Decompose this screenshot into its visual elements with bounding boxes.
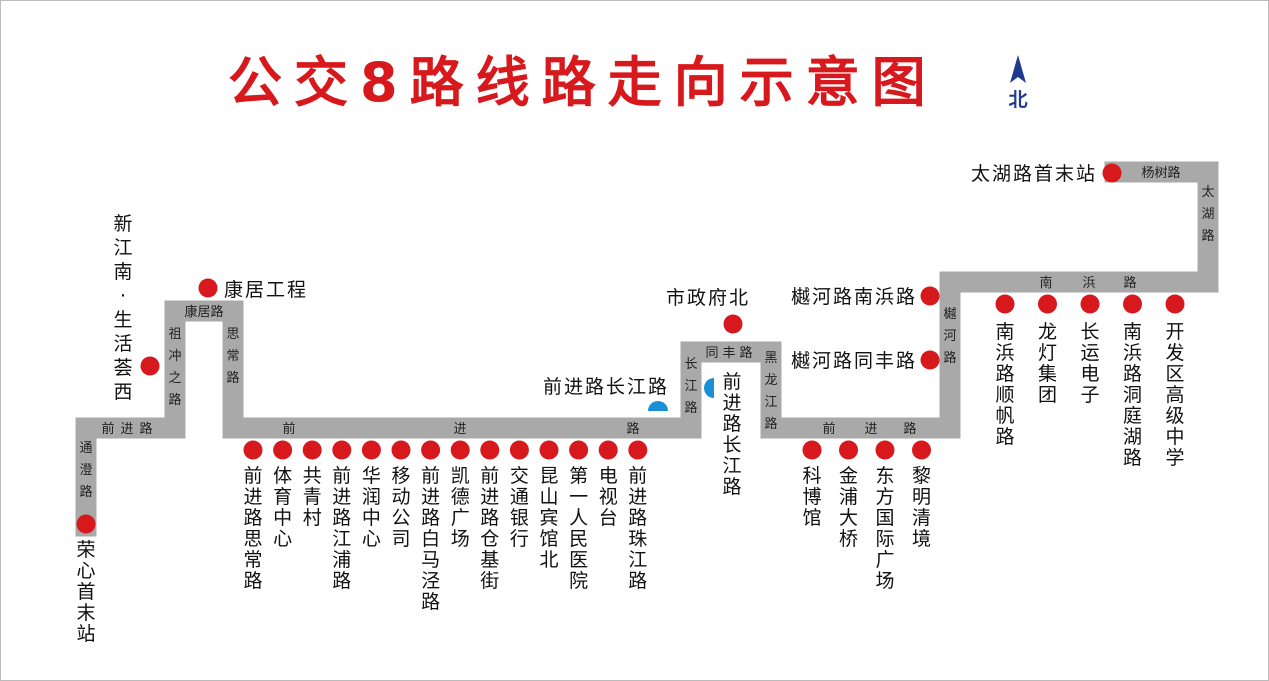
transfer-stop-marker	[704, 378, 714, 398]
road-label-nanbin-1: 南	[1039, 275, 1052, 291]
stop-label: 前进路长江路	[543, 376, 669, 398]
stop-label: 荣心首末站	[76, 539, 95, 645]
stop-marker	[539, 440, 559, 460]
road-label-heilongjiang: 黑龙江路	[764, 351, 777, 432]
stop-label: 前进路思常路	[243, 465, 262, 592]
stop-label: 南浜路洞庭湖路	[1123, 321, 1142, 469]
stop-marker	[839, 440, 858, 460]
transfer-stop-marker	[648, 401, 668, 411]
stop-marker	[920, 350, 940, 370]
stop-label: 前进路白马泾路	[421, 465, 440, 613]
stop-marker	[802, 440, 822, 460]
stop-label: 樾河路南浜路	[791, 286, 917, 308]
stop-label: 太湖路首末站	[971, 163, 1097, 185]
stop-label: 南浜路顺帆路	[995, 321, 1014, 448]
stop-marker	[723, 314, 743, 334]
stop-marker	[995, 294, 1015, 314]
north-arrow-icon	[1010, 55, 1026, 83]
stop-label: 共青村	[303, 465, 322, 529]
stop-marker	[598, 440, 618, 460]
road-label-qianjin-a: 前进路	[101, 421, 158, 437]
stop-label: 前进路江浦路	[332, 465, 351, 592]
road-label-yangshu: 杨树路	[1141, 165, 1180, 181]
stop-marker	[875, 440, 895, 460]
stop-marker	[198, 278, 218, 298]
stop-marker	[421, 440, 441, 460]
stop-marker	[480, 440, 500, 460]
road-label-nanbin-2: 浜	[1082, 276, 1095, 291]
road-label-changjiang: 长江路	[684, 357, 697, 416]
stop-label: 黎明清境	[912, 465, 931, 550]
stop-marker	[243, 440, 263, 460]
stop-marker	[912, 440, 931, 460]
stop-marker	[450, 440, 470, 460]
stop-label: 科博馆	[802, 465, 821, 529]
stop-label: 前进路仓基街	[480, 465, 499, 592]
stop-label: 开发区高级中学	[1165, 321, 1184, 469]
road-label-qianjin-c-2: 进	[864, 422, 877, 437]
stop-marker	[391, 440, 411, 460]
road-label-tongfeng: 同丰路	[705, 345, 756, 361]
stop-label: 长运电子	[1080, 321, 1099, 406]
stop-label: 樾河路同丰路	[791, 350, 917, 372]
stop-marker	[1038, 294, 1057, 314]
stop-label: 电视台	[599, 465, 618, 529]
stop-marker	[273, 440, 293, 460]
road-label-tongcheng: 通澄路	[79, 441, 92, 500]
road-label-sichang: 思常路	[226, 327, 239, 386]
stop-marker	[628, 440, 648, 460]
stop-marker	[302, 440, 322, 460]
stop-marker	[332, 440, 352, 460]
stop-label: 交通银行	[510, 465, 529, 550]
stop-label: 前进路长江路	[722, 371, 741, 498]
stop-label: 新江南·生活荟西	[113, 213, 132, 403]
stop-marker	[1080, 294, 1100, 314]
stop-marker	[569, 440, 589, 460]
north-label: 北	[1008, 89, 1028, 111]
stop-label: 体育中心	[273, 465, 292, 550]
road-label-qianjin-b-3: 路	[626, 421, 639, 437]
stop-label: 昆山宾馆北	[539, 465, 558, 571]
stop-label: 市政府北	[666, 287, 750, 309]
stop-marker	[509, 440, 529, 460]
stop-label: 金浦大桥	[839, 465, 858, 550]
stop-label: 东方国际广场	[875, 465, 894, 592]
road-label-qianjin-c-3: 路	[903, 421, 916, 437]
stop-label: 华润中心	[362, 465, 381, 550]
page-title: 公交8路线路走向示意图	[228, 51, 938, 114]
road-label-nanbin-3: 路	[1123, 275, 1136, 291]
stop-label: 康居工程	[224, 279, 308, 301]
stop-marker	[1102, 163, 1122, 183]
road-label-qianjin-b-1: 前	[282, 421, 295, 437]
stop-label: 龙灯集团	[1038, 321, 1057, 406]
road-label-qianjin-b-2: 进	[453, 422, 466, 437]
stop-marker	[140, 356, 160, 376]
road-label-kangju: 康居路	[184, 304, 223, 320]
route-line	[75, 161, 1219, 537]
stop-label: 第一人民医院	[569, 465, 588, 592]
stop-label: 凯德广场	[451, 465, 470, 550]
north-arrow: 北	[1006, 55, 1030, 115]
stop-marker	[920, 286, 940, 306]
road-label-zuchongzhi: 祖冲之路	[168, 327, 181, 408]
road-label-qianjin-c-1: 前	[822, 421, 835, 437]
stop-label: 移动公司	[391, 465, 410, 550]
stop-marker	[1165, 294, 1185, 314]
stop-marker	[76, 514, 96, 534]
road-label-xiehe: 樾河路	[943, 306, 956, 366]
stop-marker	[361, 440, 381, 460]
stop-marker	[1123, 294, 1142, 314]
road-label-taihu: 太湖路	[1201, 185, 1214, 244]
stop-label: 前进路珠江路	[628, 465, 647, 592]
